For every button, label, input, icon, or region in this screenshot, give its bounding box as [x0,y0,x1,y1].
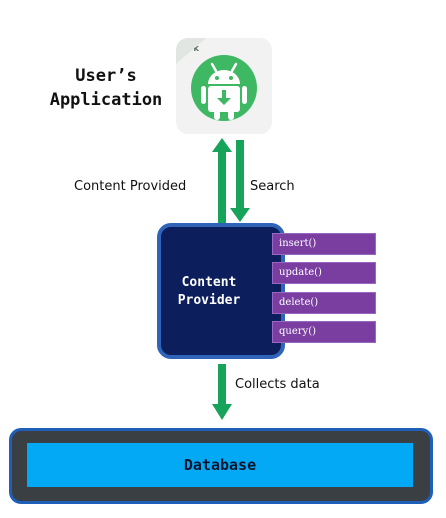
collects-data-arrow [212,364,232,420]
search-arrow [230,140,250,222]
method-insert: insert() [272,233,376,255]
search-label: Search [250,179,295,194]
database-label: Database [27,443,413,487]
provider-label-line1: Content [181,275,237,290]
method-update: update() [272,262,376,284]
content-provided-label: Content Provided [74,179,187,194]
content-provided-arrow [212,138,232,224]
android-apk-icon [176,38,257,121]
method-query: query() [272,321,376,343]
app-label-line2: Application [49,90,163,110]
content-provider-label: Content Provider [161,274,257,310]
collects-data-label: Collects data [235,377,320,392]
app-label-line1: User’s [75,66,137,86]
method-delete: delete() [272,292,376,314]
provider-label-line2: Provider [177,293,241,308]
content-provider-box [157,223,285,359]
users-application-label: User’s Application [36,64,176,112]
